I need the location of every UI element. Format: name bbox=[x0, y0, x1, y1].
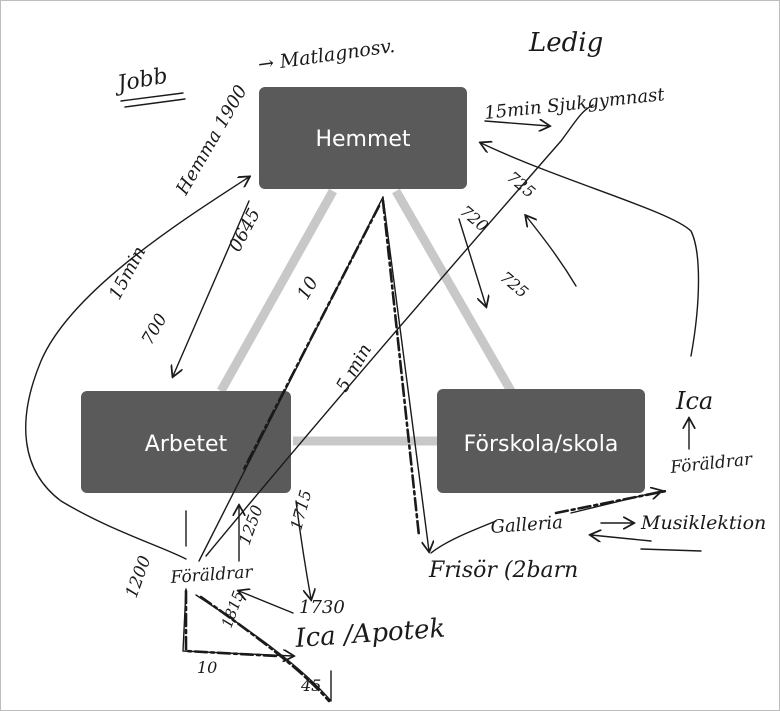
arrow-ica-to-parents bbox=[239, 591, 294, 614]
path-dashed-parents-ica bbox=[184, 589, 278, 658]
note-ica-apotek: Ica /Apotek bbox=[293, 614, 446, 654]
note-15min: 15min bbox=[105, 243, 150, 303]
path-dashed-work bbox=[241, 204, 381, 473]
underline-jobb-1 bbox=[120, 92, 184, 102]
path-dashed-ica-loop bbox=[199, 595, 331, 703]
note-foraldrar-left: Föräldrar bbox=[169, 562, 254, 588]
node-work: Arbetet bbox=[81, 391, 291, 493]
node-work-label: Arbetet bbox=[145, 432, 228, 457]
path-parents-to-physio bbox=[205, 104, 594, 557]
note-1815: 1815 bbox=[218, 588, 248, 630]
connector-home-work bbox=[217, 188, 337, 394]
note-jobb: Jobb bbox=[112, 64, 170, 98]
arrow-galleria-to-parents bbox=[570, 491, 661, 514]
note-ledig: Ledig bbox=[528, 28, 603, 58]
arrow-music-back bbox=[591, 535, 652, 541]
connector-home-school bbox=[392, 188, 515, 394]
path-work-to-home-loop bbox=[25, 177, 249, 560]
path-dashed-hairdresser bbox=[381, 199, 421, 538]
note-5min: 5 min bbox=[332, 340, 376, 395]
note-45: 45 bbox=[300, 676, 321, 695]
note-1730: 1730 bbox=[299, 597, 345, 618]
path-galleria-to-hairdresser bbox=[430, 520, 497, 554]
note-10b: 10 bbox=[197, 658, 217, 677]
path-ica-to-home bbox=[481, 143, 700, 357]
note-10: 10 bbox=[293, 273, 323, 303]
underline-jobb-2 bbox=[124, 98, 186, 108]
arrow-school-to-home bbox=[526, 216, 577, 287]
note-foraldrar-right: Föräldrar bbox=[668, 449, 754, 478]
note-1200: 1200 bbox=[122, 553, 156, 601]
node-home-label: Hemmet bbox=[315, 127, 410, 152]
note-1715: 1715 bbox=[287, 488, 316, 532]
note-frisor: Frisör (2barn bbox=[428, 558, 578, 583]
arrow-work-to-ica bbox=[295, 500, 311, 599]
note-musiklektion: Musiklektion bbox=[640, 512, 766, 534]
node-school-label: Förskola/skola bbox=[464, 432, 619, 457]
note-ica-right: Ica bbox=[675, 387, 713, 415]
note-720: 720 bbox=[456, 202, 492, 236]
note-sjukgymnast: 15min Sjukgymnast bbox=[483, 84, 666, 124]
node-school: Förskola/skola bbox=[437, 389, 645, 493]
node-home: Hemmet bbox=[259, 87, 467, 189]
path-home-to-work bbox=[173, 200, 250, 376]
scribble-music bbox=[640, 548, 702, 552]
note-700: 700 bbox=[138, 310, 172, 348]
note-galleria: Galleria bbox=[490, 512, 564, 538]
note-0645: 0645 bbox=[225, 205, 265, 255]
arrow-home-to-school bbox=[458, 218, 486, 306]
arrow-to-physio bbox=[484, 121, 549, 126]
note-matlagning: → Matlagnosv. bbox=[257, 35, 397, 76]
path-home-to-hairdresser bbox=[382, 196, 429, 551]
note-725b: 725 bbox=[496, 268, 532, 302]
